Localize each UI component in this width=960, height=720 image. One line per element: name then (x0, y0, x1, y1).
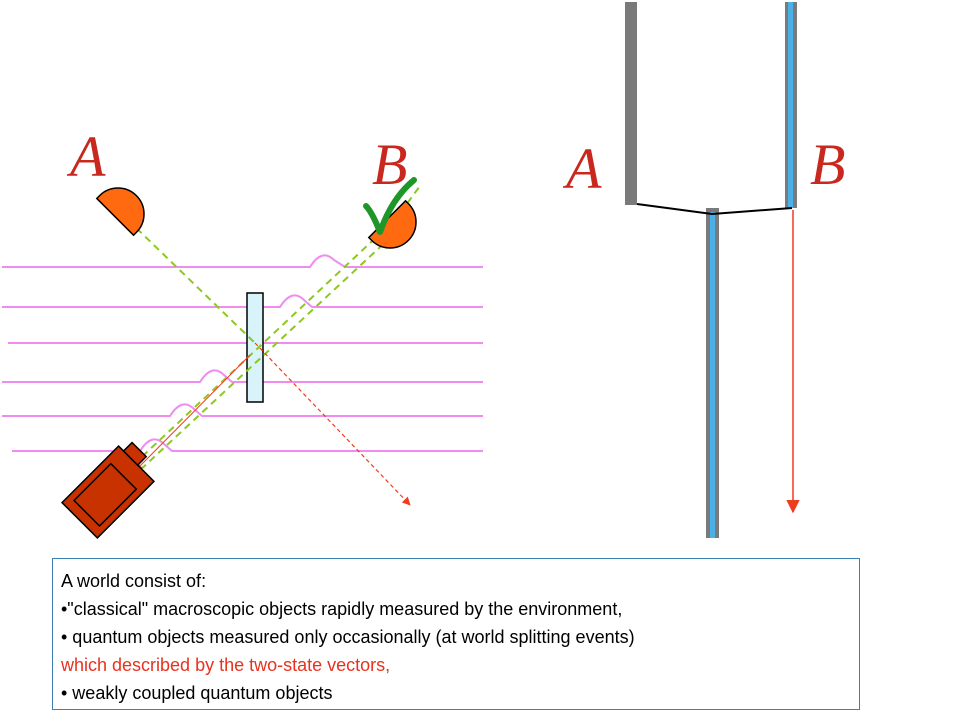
description-textbox: A world consist of: •"classical" macrosc… (52, 558, 860, 710)
beam-a-to-plate (127, 219, 256, 344)
textbox-bullet-weak: • weakly coupled quantum objects (61, 683, 333, 703)
world-split-connector (636, 203, 793, 216)
wave-line-4 (2, 369, 483, 383)
right-label-b: B (810, 132, 845, 197)
left-label-a: A (66, 124, 106, 189)
wave-line-5 (2, 403, 483, 417)
camera-apparatus (60, 441, 156, 540)
red-dashed-arrow (254, 342, 411, 506)
beam-b-to-camera-1 (131, 229, 385, 467)
right-label-a: A (562, 136, 602, 201)
world-line-b-blue (788, 2, 793, 208)
textbox-heading: A world consist of: (61, 571, 207, 591)
check-mark-icon (363, 177, 417, 235)
wave-line-6 (12, 438, 483, 452)
textbox-bullet-classical: •"classical" macroscopic objects rapidly… (61, 599, 623, 619)
red-camera-arrow (135, 354, 251, 471)
detector-b (367, 199, 417, 249)
world-line-a-gray (625, 2, 637, 205)
left-label-b: B (372, 132, 407, 197)
detector-a (95, 187, 145, 237)
beam-splitter-plate (246, 292, 264, 403)
textbox-two-state-note: which described by the two-state vectors… (61, 655, 391, 675)
wave-line-2 (2, 294, 483, 308)
world-line-stem-blue (710, 212, 715, 538)
wave-lines (2, 254, 483, 452)
textbox-bullet-quantum: • quantum objects measured only occasion… (61, 627, 635, 647)
wave-line-1 (2, 254, 483, 268)
